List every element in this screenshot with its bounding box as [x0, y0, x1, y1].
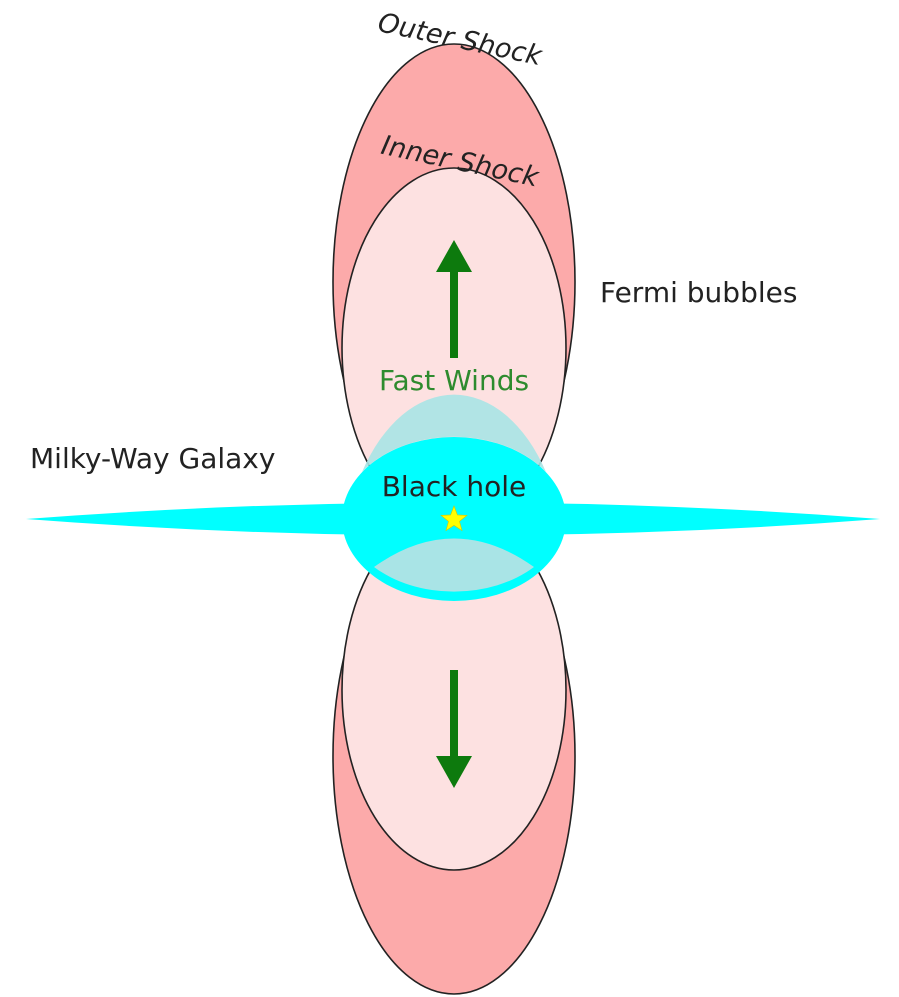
fermi-bubbles-label: Fermi bubbles — [600, 276, 797, 309]
milky-way-label: Milky-Way Galaxy — [30, 442, 275, 475]
fast-winds-label: Fast Winds — [379, 364, 529, 397]
black-hole-label: Black hole — [382, 470, 527, 503]
